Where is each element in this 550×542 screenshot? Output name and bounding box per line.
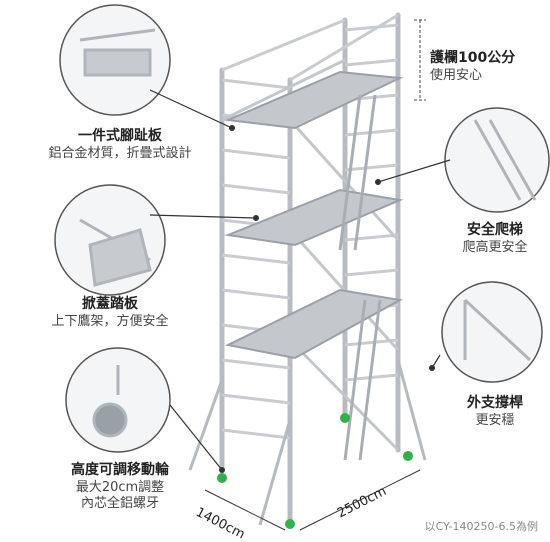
outrigger-title: 外支撐桿 xyxy=(467,395,523,411)
callout-ladder: 安全爬梯 爬高更安全 xyxy=(445,222,545,256)
ladder-subtitle: 爬高更安全 xyxy=(462,239,528,255)
caster-subtitle-1: 最大20cm調整 xyxy=(75,479,165,495)
guardrail-subtitle: 使用安心 xyxy=(430,67,483,83)
scaffold-rungs xyxy=(221,13,399,440)
callout-outrigger: 外支撐桿 更安穩 xyxy=(445,395,545,429)
callout-hatch: 掀蓋踏板 上下鷹架，方便安全 xyxy=(20,296,200,330)
platform-decks xyxy=(224,70,404,360)
outrigger-subtitle: 更安穩 xyxy=(475,412,515,428)
dimension-arrows xyxy=(204,469,421,531)
callout-guardrail: 護欄100公分 使用安心 xyxy=(430,50,515,84)
callout-platform: 一件式腳趾板 鋁合金材質，折疊式設計 xyxy=(20,128,220,162)
model-caption: 以CY-140250-6.5為例 xyxy=(424,520,538,533)
platform-title: 一件式腳趾板 xyxy=(78,128,162,144)
magnifier-caster xyxy=(65,347,171,453)
guardrail-dimension xyxy=(414,19,426,101)
hatch-subtitle: 上下鷹架，方便安全 xyxy=(51,313,169,329)
caster-wheels xyxy=(217,413,413,529)
caster-title: 高度可調移動輪 xyxy=(71,462,169,478)
ladders xyxy=(338,94,382,461)
magnifier-outrigger xyxy=(441,281,543,383)
callout-caster: 高度可調移動輪 最大20cm調整 內芯全鋁螺牙 xyxy=(40,462,200,512)
outriggers xyxy=(188,359,427,526)
caster-subtitle-2: 內芯全鋁螺牙 xyxy=(80,495,159,511)
ladder-title: 安全爬梯 xyxy=(467,222,523,238)
guardrail-title: 護欄100公分 xyxy=(430,50,516,66)
leader-lines xyxy=(149,89,451,471)
hatch-title: 掀蓋踏板 xyxy=(82,296,138,312)
platform-subtitle: 鋁合金材質，折疊式設計 xyxy=(48,145,192,161)
